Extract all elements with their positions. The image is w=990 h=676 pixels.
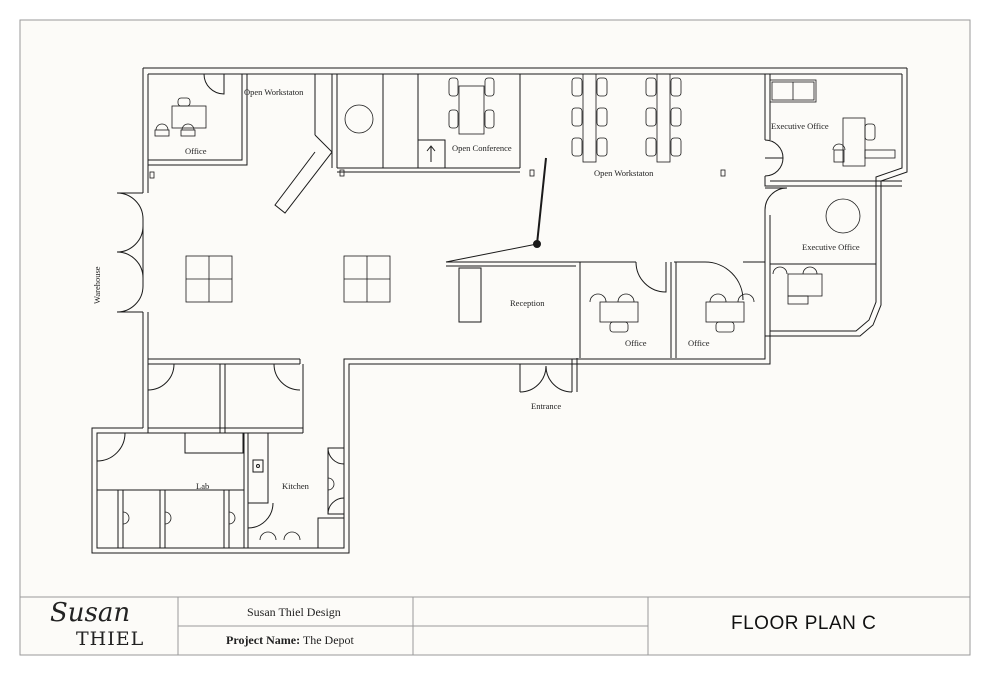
room-label-open-workstation-ne: Open Workstaton	[594, 168, 654, 178]
logo-caps: THIEL	[76, 628, 145, 650]
paper-border	[19, 19, 971, 656]
room-label-office-nw: Office	[185, 146, 207, 156]
room-label-warehouse: Warehouse	[92, 266, 102, 304]
room-label-office-mid-right: Office	[688, 338, 710, 348]
room-label-open-workstation-nw: Open Workstaton	[244, 87, 304, 97]
outer-walls	[91, 67, 908, 554]
room-label-executive-office-right: Executive Office	[802, 242, 860, 252]
title-block	[19, 596, 971, 656]
room-label-office-mid-left: Office	[625, 338, 647, 348]
logo-script: Susan	[50, 598, 131, 628]
room-label-reception: Reception	[510, 298, 545, 308]
project-name-line: Project Name: The Depot	[226, 633, 354, 648]
doors	[96, 73, 788, 529]
furniture	[122, 73, 896, 541]
room-label-open-conference: Open Conference	[452, 143, 512, 153]
room-label-lab: Lab	[196, 481, 209, 491]
sheet-title: FLOOR PLAN C	[731, 613, 877, 634]
project-name: The Depot	[302, 633, 354, 647]
pivot-door	[445, 157, 547, 263]
room-label-executive-office-top: Executive Office	[771, 121, 829, 131]
room-label-kitchen: Kitchen	[282, 481, 310, 491]
interior-walls	[97, 74, 902, 549]
room-label-entrance: Entrance	[531, 401, 561, 411]
firm-name: Susan Thiel Design	[247, 605, 341, 619]
project-label: Project Name:	[226, 633, 301, 647]
